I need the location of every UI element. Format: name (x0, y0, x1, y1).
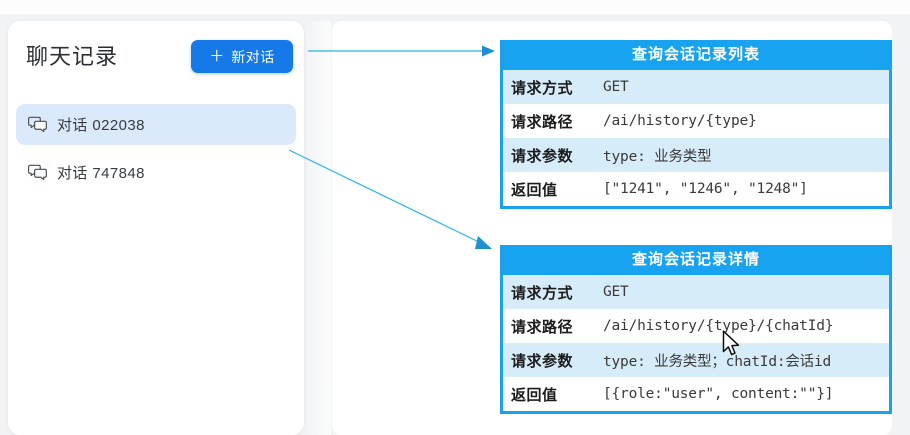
row-key: 请求方式 (511, 79, 574, 97)
row-value: GET (603, 284, 629, 300)
table-row: 返回值 [{role:"user", content:""}] (503, 377, 889, 411)
chat-bubbles-icon (28, 116, 47, 134)
page-title: 聊天记录 (26, 44, 119, 69)
table-row: 请求方式 GET (503, 275, 889, 309)
row-key: 请求参数 (511, 147, 574, 165)
api-spec-table-list: 查询会话记录列表 请求方式 GET 请求路径 /ai/history/{type… (500, 40, 892, 209)
table-row: 请求路径 /ai/history/{type}/{chatId} (503, 309, 889, 343)
table-row: 请求路径 /ai/history/{type} (503, 104, 889, 138)
list-item-chat-022038[interactable]: 对话 022038 (16, 104, 296, 145)
row-value: GET (603, 79, 629, 95)
row-value: /ai/history/{type}/{chatId} (603, 318, 834, 334)
row-key: 请求路径 (511, 113, 574, 131)
table-title: 查询会话记录详情 (503, 245, 889, 275)
chat-bubbles-icon (28, 164, 47, 182)
list-item-label: 对话 747848 (57, 165, 145, 182)
table-row: 请求参数 type: 业务类型 (503, 138, 889, 172)
table-row: 返回值 ["1241", "1246", "1248"] (503, 172, 889, 206)
table-title: 查询会话记录列表 (503, 40, 889, 70)
row-key: 返回值 (511, 181, 558, 199)
row-key: 请求路径 (511, 318, 574, 336)
chat-history-sidebar: 聊天记录 ＋ 新对话 对话 022038 对话 747848 (8, 21, 304, 435)
row-key: 返回值 (511, 386, 558, 404)
row-value: ["1241", "1246", "1248"] (603, 181, 808, 197)
top-white-band (0, 0, 910, 14)
list-item-label: 对话 022038 (57, 117, 145, 134)
table-row: 请求参数 type: 业务类型；chatId:会话id (503, 343, 889, 377)
sidebar-header: 聊天记录 ＋ 新对话 (8, 21, 304, 83)
new-chat-button-label: 新对话 (231, 48, 275, 65)
row-value: type: 业务类型 (603, 148, 712, 165)
api-spec-table-detail: 查询会话记录详情 请求方式 GET 请求路径 /ai/history/{type… (500, 245, 892, 414)
row-value: type: 业务类型；chatId:会话id (603, 353, 832, 370)
row-key: 请求方式 (511, 284, 574, 302)
row-value: /ai/history/{type} (603, 113, 757, 129)
table-row: 请求方式 GET (503, 70, 889, 104)
mouse-cursor-icon (722, 330, 740, 356)
row-value: [{role:"user", content:""}] (603, 386, 834, 402)
plus-icon: ＋ (209, 48, 225, 65)
panel-gutter (305, 21, 331, 435)
list-item-chat-747848[interactable]: 对话 747848 (16, 152, 296, 193)
row-key: 请求参数 (511, 352, 574, 370)
chat-history-list: 对话 022038 对话 747848 (16, 104, 296, 200)
new-chat-button[interactable]: ＋ 新对话 (191, 40, 293, 73)
